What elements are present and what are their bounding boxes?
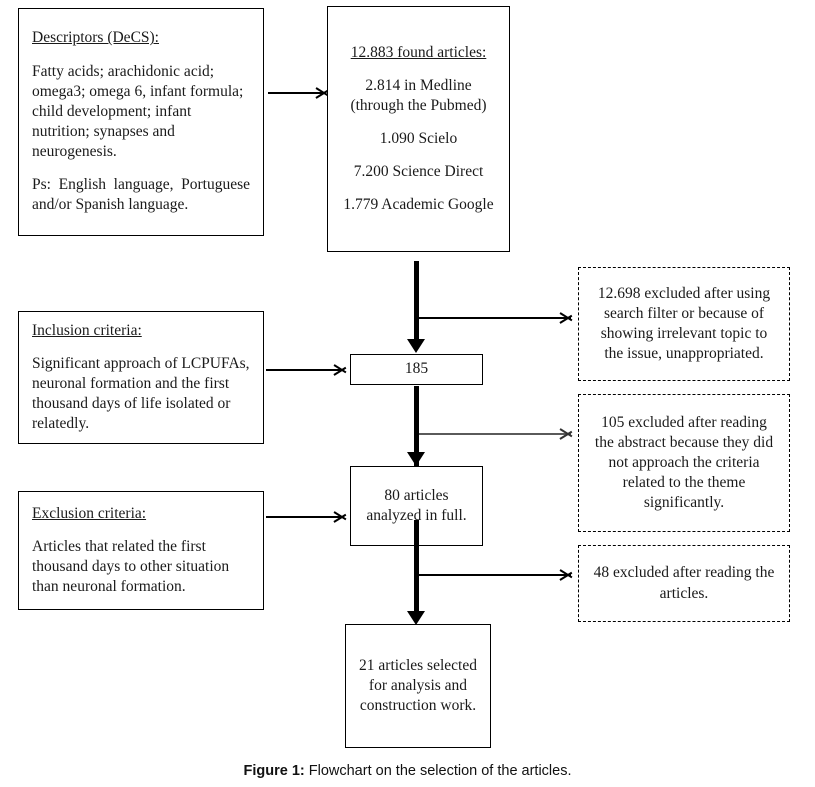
connector-185-to-80 [414,386,419,466]
found-articles-line-1: 1.090 Scielo [379,130,458,147]
arrowhead-excluded-105 [560,426,573,442]
connector-80-to-excluded-105 [419,433,571,435]
arrowhead-185-to-80 [407,452,425,466]
excluded-12698-text: 12.698 excluded after using search filte… [597,284,771,363]
exclusion-body: Articles that related the first thousand… [32,537,230,596]
arrowhead-inclusion-to-185 [334,362,347,378]
descriptors-heading: Descriptors (DeCS): [32,29,159,47]
figure-label: Figure 1: [243,763,305,779]
connector-exclusion-to-80 [266,516,342,518]
arrowhead-exclusion-to-80 [334,509,347,525]
excluded-48-text: 48 excluded after reading the articles. [593,564,775,602]
connector-descriptors-to-found [268,92,326,94]
box-inclusion-criteria: Inclusion criteria: Significant approach… [18,311,264,444]
connector-21-to-excluded-48 [419,574,571,576]
connector-inclusion-to-185 [266,369,342,371]
connector-80-to-21 [414,520,419,618]
connector-185-to-excluded-12698 [419,317,571,319]
arrowhead-excluded-48 [560,567,573,583]
descriptors-note: Ps: English language, Portuguese and/or … [32,176,250,214]
exclusion-heading: Exclusion criteria: [32,504,147,522]
arrowhead-excluded-12698 [560,310,573,326]
arrowhead-80-to-21 [407,611,425,625]
box-excluded-48: 48 excluded after reading the articles. [578,545,790,622]
screened-185-text: 185 [404,360,429,378]
found-articles-line-3: 1.779 Academic Google [343,196,494,214]
found-articles-line-2: 7.200 Science Direct [353,163,484,181]
excluded-105-text: 105 excluded after reading the abstract … [594,413,774,512]
figure-caption: Figure 1: Flowchart on the selection of … [0,763,815,779]
found-articles-heading: 12.883 found articles: [350,43,487,61]
box-excluded-105: 105 excluded after reading the abstract … [578,394,790,532]
box-found-articles: 12.883 found articles: 2.814 in Medline … [327,6,510,252]
box-exclusion-criteria: Exclusion criteria: Articles that relate… [18,491,264,610]
analyzed-80-text: 80 articles analyzed in full. [366,486,467,524]
inclusion-body: Significant approach of LCPUFAs, neurona… [32,354,250,433]
box-screened-185: 185 [350,354,483,385]
box-selected-21: 21 articles selected for analysis and co… [345,624,491,748]
figure-caption-text: Flowchart on the selection of the articl… [308,763,572,779]
arrowhead-found-to-185 [407,339,425,353]
found-articles-line-0: 2.814 in Medline (through the Pubmed) [350,76,487,114]
box-descriptors: Descriptors (DeCS): Fatty acids; arachid… [18,8,264,236]
descriptors-body: Fatty acids; arachidonic acid; omega3; o… [32,62,244,161]
box-excluded-12698: 12.698 excluded after using search filte… [578,267,790,381]
selected-21-text: 21 articles selected for analysis and co… [359,656,477,715]
inclusion-heading: Inclusion criteria: [32,321,142,339]
connector-found-to-185 [414,261,419,341]
